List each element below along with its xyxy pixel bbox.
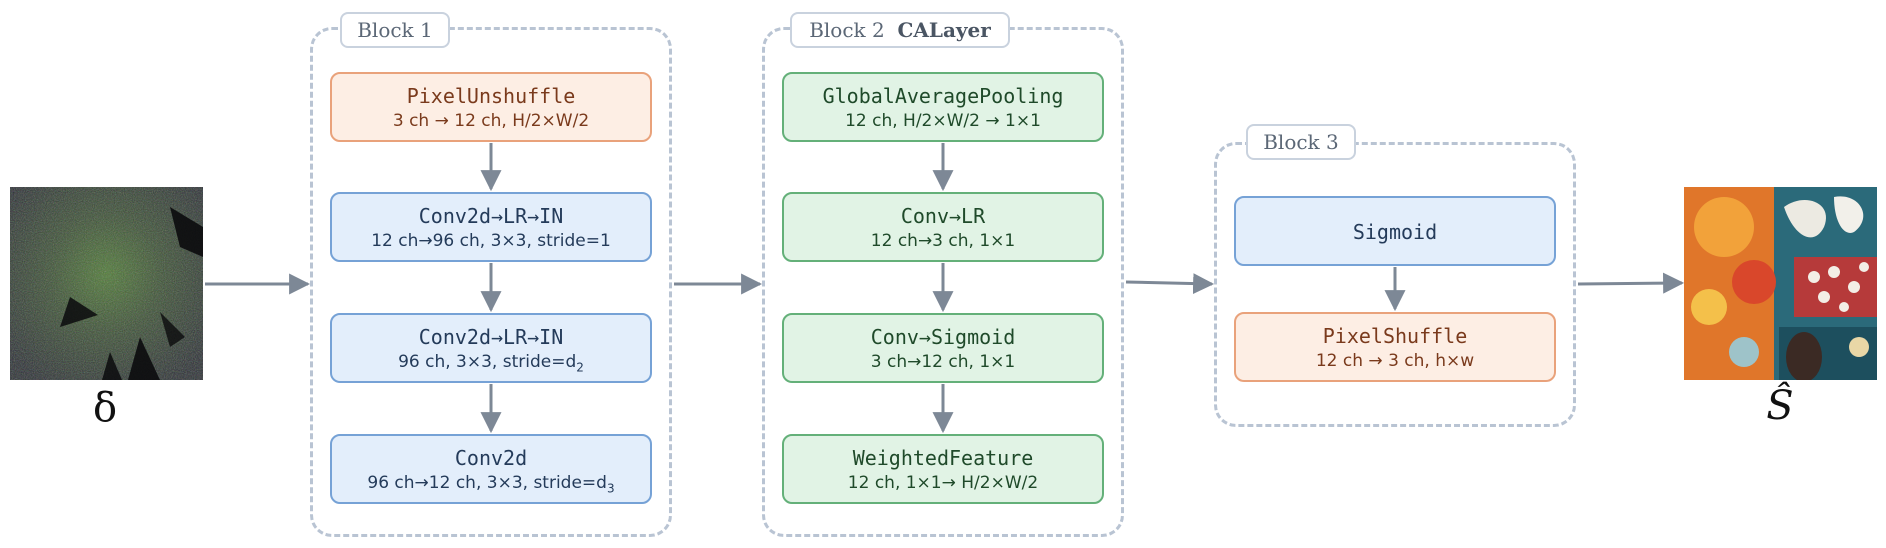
block3-tag: Block 3: [1246, 124, 1356, 160]
node-title: Sigmoid: [1352, 220, 1438, 244]
block3-sigmoid-node: Sigmoid: [1234, 196, 1556, 266]
node-subtitle: 12 ch → 3 ch, h×w: [1315, 351, 1475, 371]
block1-tag: Block 1: [340, 12, 450, 48]
node-title: Conv→LR: [900, 204, 986, 228]
node-subtitle-wrap: 96 ch, 3×3, stride=d2: [332, 352, 650, 374]
arrow-block3-to-output: [1577, 272, 1685, 294]
node-subtitle: 96 ch, 3×3, stride=d: [398, 352, 577, 372]
input-delta-image: [10, 187, 203, 380]
node-subscript: 3: [606, 481, 615, 496]
block1-pixelunshuffle-node: PixelUnshuffle 3 ch → 12 ch, H/2×W/2: [330, 72, 652, 142]
node-title: Conv→Sigmoid: [870, 325, 1016, 349]
output-s-hat-image: [1684, 187, 1877, 380]
node-title: PixelUnshuffle: [406, 84, 576, 108]
block2-conv-sigmoid-node: Conv→Sigmoid 3 ch→12 ch, 1×1: [782, 313, 1104, 383]
node-subtitle: 12 ch→3 ch, 1×1: [870, 231, 1016, 251]
block2-tag-label: Block 2: [809, 18, 885, 42]
node-subtitle: 12 ch→96 ch, 3×3, stride=1: [371, 231, 611, 251]
block2-weightedfeature-node: WeightedFeature 12 ch, 1×1→ H/2×W/2: [782, 434, 1104, 504]
node-subtitle-wrap: 96 ch→12 ch, 3×3, stride=d3: [332, 473, 650, 495]
node-subtitle: 12 ch, H/2×W/2 → 1×1: [845, 111, 1041, 131]
node-subtitle: 12 ch, 1×1→ H/2×W/2: [847, 473, 1039, 493]
block2-conv-lr-node: Conv→LR 12 ch→3 ch, 1×1: [782, 192, 1104, 262]
arrow-block2-to-block3: [1125, 273, 1215, 295]
node-title: WeightedFeature: [852, 446, 1034, 470]
node-subtitle: 96 ch→12 ch, 3×3, stride=d: [367, 473, 607, 493]
block3-pixelshuffle-node: PixelShuffle 12 ch → 3 ch, h×w: [1234, 312, 1556, 382]
block2-tag-bold: CALayer: [897, 18, 991, 42]
node-subtitle: 3 ch → 12 ch, H/2×W/2: [392, 111, 590, 131]
node-title: Conv2d→LR→IN: [418, 204, 564, 228]
block1-conv2d-lr-in-2-node: Conv2d→LR→IN 96 ch, 3×3, stride=d2: [330, 313, 652, 383]
node-title: Conv2d: [454, 446, 528, 470]
block1-conv2d-lr-in-1-node: Conv2d→LR→IN 12 ch→96 ch, 3×3, stride=1: [330, 192, 652, 262]
node-subtitle: 3 ch→12 ch, 1×1: [870, 352, 1016, 372]
block3-container: [1214, 142, 1576, 427]
node-title: PixelShuffle: [1322, 324, 1468, 348]
block1-conv2d-node: Conv2d 96 ch→12 ch, 3×3, stride=d3: [330, 434, 652, 504]
output-s-hat-symbol: Ŝ: [1766, 383, 1794, 429]
input-delta-symbol: δ: [92, 385, 118, 431]
block2-globalaveragepooling-node: GlobalAveragePooling 12 ch, H/2×W/2 → 1×…: [782, 72, 1104, 142]
node-subscript: 2: [576, 360, 584, 375]
block2-tag: Block 2 CALayer: [790, 12, 1010, 48]
block1-container: [310, 27, 672, 537]
node-title: GlobalAveragePooling: [822, 84, 1064, 108]
node-title: Conv2d→LR→IN: [418, 325, 564, 349]
